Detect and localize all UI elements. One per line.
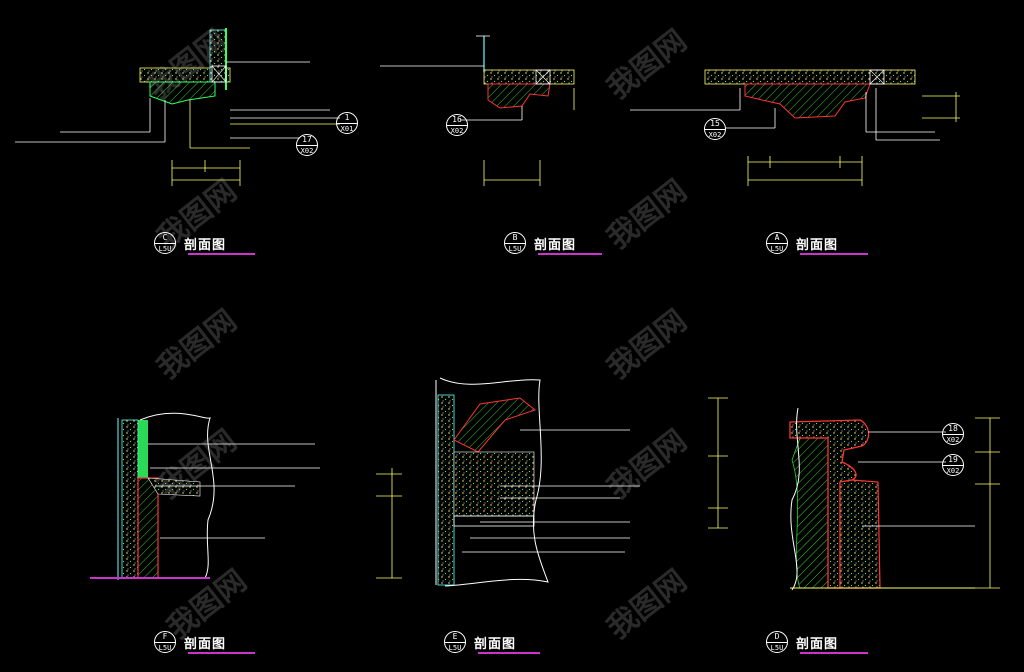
section-c-title: 剖面图: [184, 238, 227, 253]
section-e-drawing: [376, 377, 640, 654]
section-d-drawing: [708, 397, 1000, 654]
section-e-title: 剖面图: [474, 637, 517, 652]
section-a-title: 剖面图: [796, 238, 839, 253]
section-a-drawing: [630, 69, 960, 255]
section-f-title: 剖面图: [184, 637, 227, 652]
section-f-drawing: [90, 412, 320, 654]
section-c-drawing: [15, 28, 340, 255]
section-b-title: 剖面图: [534, 238, 577, 253]
section-b-drawing: [380, 35, 602, 255]
section-d-title: 剖面图: [796, 637, 839, 652]
